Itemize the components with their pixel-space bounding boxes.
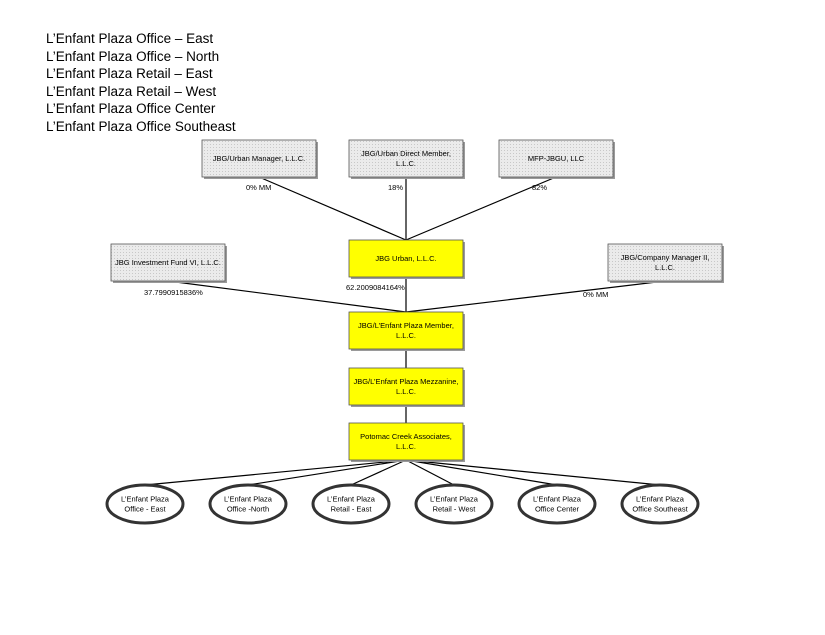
ownership-line-potomac-creek-to-retail-east [350,459,407,486]
heading-line: L’Enfant Plaza Office – North [46,48,220,64]
entity-label: L.L.C. [655,263,675,272]
entity-label: L.L.C. [396,159,416,168]
ownership-label-company-manager-ii: 0% MM [583,290,608,299]
entity-boxes: JBG/Urban Manager, L.L.C. JBG/Urban Direc… [105,139,724,525]
ownership-line-potomac-creek-to-office-north [247,459,407,486]
entity-label: Potomac Creek Associates, [360,432,452,441]
heading-line: L’Enfant Plaza Office Center [46,101,216,116]
ownership-label-mfp-jbgu: 82% [532,183,547,192]
entity-lenfant-member: JBG/L’Enfant Plaza Member,L.L.C. [348,311,465,351]
entity-label: MFP-JBGU, LLC [528,154,585,163]
ownership-labels: 0% MM 18% 82% 37.7990915836% 62.2009084164% 0… [144,183,608,299]
entity-urban-manager: JBG/Urban Manager, L.L.C. [201,139,318,179]
ownership-label-urban-manager: 0% MM [246,183,271,192]
entity-mfp-jbgu: MFP-JBGU, LLC [498,139,615,179]
entity-label: JBG/Urban Manager, L.L.C. [213,154,306,163]
property-label: L’Enfant Plaza [430,495,479,504]
property-label: L’Enfant Plaza [533,495,582,504]
heading-list: L’Enfant Plaza Office – East L’Enfant Pl… [46,30,236,135]
entity-label: JBG/Company Manager II, [621,253,710,262]
entity-label: JBG Urban, L.L.C. [375,254,436,263]
entity-investment-fund-vi: JBG Investment Fund VI, L.L.C. [110,243,227,283]
ownership-line-potomac-creek-to-office-southeast [405,459,661,486]
property-label: Office Southeast [632,505,688,514]
entity-label: L.L.C. [396,331,416,340]
ownership-line-potomac-creek-to-office-east [144,459,407,486]
ownership-line-mfp-jbgu-to-jbg-urban [405,176,557,241]
entity-potomac-creek: Potomac Creek Associates,L.L.C. [348,422,465,462]
entity-label: JBG/L’Enfant Plaza Mezzanine, [353,377,458,386]
entity-company-manager-ii: JBG/Company Manager II,L.L.C. [607,243,724,283]
entity-lenfant-mezzanine: JBG/L’Enfant Plaza Mezzanine,L.L.C. [348,367,465,407]
ownership-label-investment-fund-vi: 37.7990915836% [144,288,203,297]
heading-line: L’Enfant Plaza Retail – East [46,66,213,81]
property-label: Retail - East [331,505,373,514]
property-label: L’Enfant Plaza [636,495,685,504]
property-label: L’Enfant Plaza [121,495,170,504]
ownership-line-investment-fund-vi-to-lenfant-member [167,280,407,313]
entity-label: JBG/L’Enfant Plaza Member, [358,321,454,330]
heading-line: L’Enfant Plaza Office Southeast [46,118,236,134]
property-label: Office Center [535,505,580,514]
property-label: Office - East [124,505,166,514]
ownership-label-urban-direct-member: 18% [388,183,403,192]
property-label: Office -North [227,505,269,514]
ownership-line-potomac-creek-to-office-center [405,459,558,486]
ownership-label-jbg-urban: 62.2009084164% [346,283,405,292]
entity-label: L.L.C. [396,442,416,451]
heading-line: L’Enfant Plaza Office – East [46,31,214,46]
entity-label: L.L.C. [396,387,416,396]
ownership-line-company-manager-ii-to-lenfant-member [405,280,666,313]
property-label: L’Enfant Plaza [327,495,376,504]
property-label: Retail - West [433,505,477,514]
entity-urban-direct-member: JBG/Urban Direct Member,L.L.C. [348,139,465,179]
ownership-lines [144,176,666,486]
ownership-line-urban-manager-to-jbg-urban [258,176,407,241]
entity-jbg-urban: JBG Urban, L.L.C. [348,239,465,279]
property-label: L’Enfant Plaza [224,495,273,504]
heading-line: L’Enfant Plaza Retail – West [46,83,217,99]
entity-label: JBG/Urban Direct Member, [361,149,451,158]
ownership-line-potomac-creek-to-retail-west [405,459,455,486]
entity-label: JBG Investment Fund VI, L.L.C. [115,258,221,267]
